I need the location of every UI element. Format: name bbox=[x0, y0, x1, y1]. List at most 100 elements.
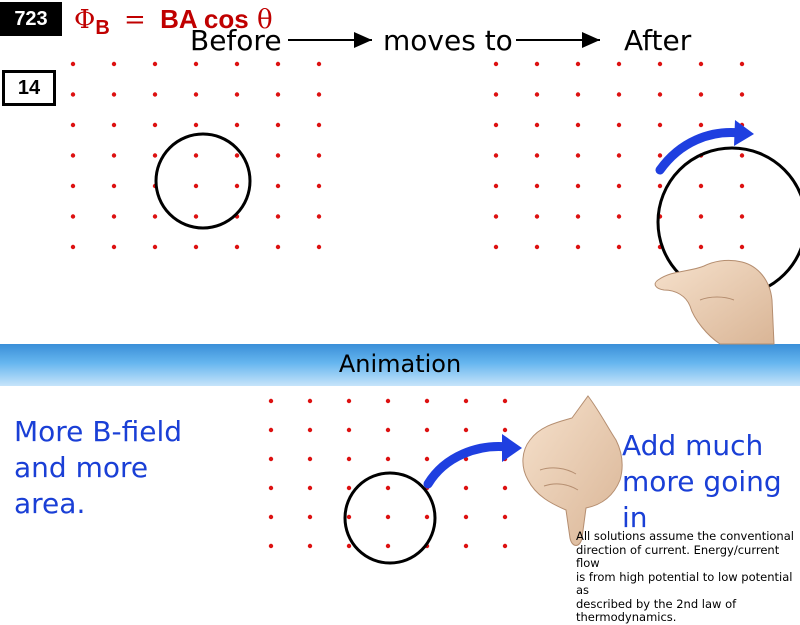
field-dot bbox=[234, 92, 240, 97]
field-dot bbox=[152, 153, 158, 158]
field-dot bbox=[657, 153, 663, 158]
field-dot bbox=[575, 153, 581, 158]
field-dot bbox=[268, 543, 274, 549]
field-dot bbox=[316, 153, 322, 158]
field-dot bbox=[275, 183, 281, 189]
field-dot bbox=[70, 153, 76, 158]
field-dot bbox=[534, 122, 540, 128]
field-dot bbox=[534, 61, 540, 67]
field-dot bbox=[346, 456, 352, 462]
field-dot bbox=[534, 153, 540, 158]
field-dot bbox=[70, 122, 76, 128]
footnote-line: is from high potential to low potential … bbox=[576, 569, 793, 597]
field-dot bbox=[385, 514, 391, 520]
field-dot bbox=[575, 183, 581, 189]
field-dot bbox=[575, 92, 581, 97]
field-dot bbox=[463, 427, 469, 433]
field-dot bbox=[739, 92, 745, 97]
animation-button[interactable]: Animation bbox=[338, 350, 462, 378]
field-dot bbox=[111, 61, 117, 67]
field-dot bbox=[493, 61, 499, 67]
label-after: After bbox=[624, 24, 692, 57]
field-dot bbox=[316, 92, 322, 97]
field-dot bbox=[275, 214, 281, 219]
field-dot bbox=[152, 122, 158, 128]
field-dot bbox=[657, 122, 663, 128]
field-dot bbox=[385, 427, 391, 433]
field-dot bbox=[493, 214, 499, 219]
field-dot bbox=[275, 153, 281, 158]
field-dot bbox=[193, 214, 199, 219]
field-dot bbox=[534, 183, 540, 189]
curved-arrow-icon-bottom bbox=[423, 434, 522, 489]
flux-formula: ΦB = BA cos θ bbox=[74, 4, 273, 40]
field-dot bbox=[502, 398, 508, 404]
question-number: 14 bbox=[17, 76, 41, 99]
field-dot bbox=[346, 427, 352, 433]
animation-band bbox=[0, 344, 800, 386]
field-dot bbox=[575, 244, 581, 250]
field-dot bbox=[739, 153, 745, 158]
field-dot bbox=[111, 122, 117, 128]
label-before: Before bbox=[190, 24, 282, 57]
field-dot bbox=[193, 92, 199, 97]
field-dot bbox=[268, 398, 274, 404]
field-dot bbox=[307, 514, 313, 520]
field-dot bbox=[739, 61, 745, 67]
field-dots-bottom bbox=[268, 398, 508, 549]
field-dot bbox=[111, 244, 117, 250]
field-dot bbox=[152, 92, 158, 97]
field-dot bbox=[268, 485, 274, 491]
formula-rhs: BA cos bbox=[160, 4, 249, 34]
right-caption: Add much more going in bbox=[622, 428, 782, 536]
field-dot bbox=[493, 92, 499, 97]
field-dot bbox=[657, 92, 663, 97]
field-dot bbox=[346, 514, 352, 520]
loop-circle-before bbox=[154, 132, 252, 230]
field-dot bbox=[493, 244, 499, 250]
field-dot bbox=[534, 92, 540, 97]
field-dot bbox=[502, 514, 508, 520]
field-dot bbox=[534, 214, 540, 219]
field-dot bbox=[385, 456, 391, 462]
field-dot bbox=[234, 244, 240, 250]
diagram-canvas bbox=[70, 32, 800, 565]
footnote-line: direction of current. Energy/current flo… bbox=[576, 542, 780, 570]
field-dot bbox=[193, 122, 199, 128]
field-dot bbox=[234, 122, 240, 128]
right-caption-line: in bbox=[622, 501, 648, 534]
field-dot bbox=[493, 153, 499, 158]
field-dot bbox=[698, 244, 704, 250]
field-dot bbox=[193, 61, 199, 67]
field-dot bbox=[111, 153, 117, 158]
field-dot bbox=[657, 61, 663, 67]
field-dot bbox=[268, 456, 274, 462]
footnote-line: thermodynamics. bbox=[576, 610, 677, 624]
field-dot bbox=[111, 183, 117, 189]
field-dot bbox=[234, 153, 240, 158]
field-dot bbox=[463, 514, 469, 520]
field-dot bbox=[424, 456, 430, 462]
field-dot bbox=[698, 92, 704, 97]
formula-subscript: B bbox=[95, 17, 110, 39]
right-caption-line: Add much bbox=[622, 429, 764, 462]
field-dot bbox=[463, 543, 469, 549]
field-dot bbox=[424, 398, 430, 404]
field-dot bbox=[657, 183, 663, 189]
field-dot bbox=[502, 543, 508, 549]
field-dot bbox=[316, 244, 322, 250]
field-dot bbox=[346, 485, 352, 491]
field-dot bbox=[424, 514, 430, 520]
field-dot bbox=[275, 244, 281, 250]
field-dot bbox=[739, 214, 745, 219]
field-dot bbox=[575, 122, 581, 128]
field-dot bbox=[307, 485, 313, 491]
field-dot bbox=[346, 543, 352, 549]
field-dot bbox=[385, 398, 391, 404]
field-dot bbox=[698, 122, 704, 128]
field-dot bbox=[316, 183, 322, 189]
left-caption-line: More B-field bbox=[14, 415, 183, 448]
loop-circle-bottom bbox=[343, 471, 437, 565]
field-dot bbox=[111, 214, 117, 219]
field-dot bbox=[307, 427, 313, 433]
